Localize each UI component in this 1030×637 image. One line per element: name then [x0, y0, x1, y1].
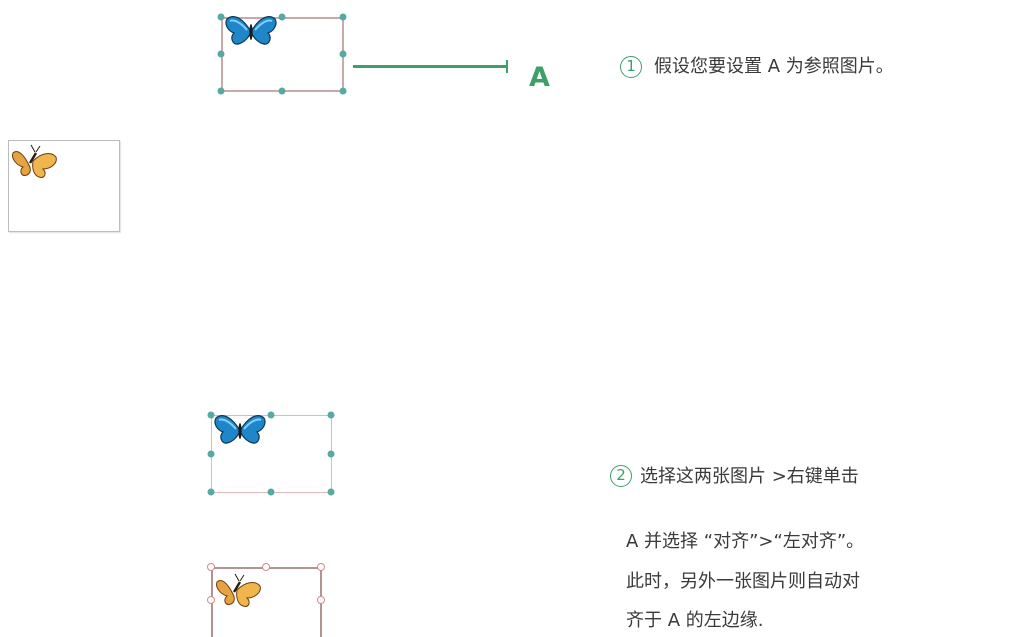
blue-butterfly-icon: [214, 415, 266, 444]
step-2-line-2: A 并选择 “对齐”>“左对齐”。: [626, 531, 865, 552]
resize-handle-w[interactable]: [207, 596, 215, 604]
image-a-frame[interactable]: [221, 16, 344, 92]
image-b-aligned-frame[interactable]: [211, 567, 322, 637]
resize-handle-nw[interactable]: [207, 411, 215, 419]
resize-handle-ne[interactable]: [317, 563, 325, 571]
resize-handle-e[interactable]: [317, 596, 325, 604]
resize-handle-s[interactable]: [267, 488, 275, 496]
resize-handle-e[interactable]: [327, 450, 335, 458]
orange-butterfly-icon: [216, 573, 261, 607]
resize-handle-se[interactable]: [339, 87, 347, 95]
step-2-line-4: 齐于 A 的左边缘.: [626, 610, 764, 631]
marker-label-a: A: [529, 62, 550, 93]
resize-handle-w[interactable]: [217, 50, 225, 58]
resize-handle-sw[interactable]: [207, 488, 215, 496]
resize-handle-w[interactable]: [207, 450, 215, 458]
resize-handle-n[interactable]: [278, 13, 286, 21]
resize-handle-ne[interactable]: [339, 13, 347, 21]
resize-handle-sw[interactable]: [217, 87, 225, 95]
resize-handle-s[interactable]: [278, 87, 286, 95]
marker-line-end: [506, 60, 508, 73]
image-a-aligned-frame[interactable]: [211, 415, 332, 493]
orange-butterfly-icon: [12, 144, 57, 178]
step-2-number: 2: [610, 465, 632, 487]
resize-handle-ne[interactable]: [327, 411, 335, 419]
step-2-line-3: 此时，另外一张图片则自动对: [626, 571, 860, 592]
step-2-text: 选择这两张图片 >右键单击: [640, 466, 859, 487]
resize-handle-e[interactable]: [339, 50, 347, 58]
resize-handle-nw[interactable]: [217, 13, 225, 21]
resize-handle-n[interactable]: [267, 411, 275, 419]
image-b-frame[interactable]: [8, 140, 120, 232]
step-1-number: 1: [620, 56, 642, 78]
resize-handle-n[interactable]: [262, 563, 270, 571]
resize-handle-se[interactable]: [327, 488, 335, 496]
blue-butterfly-icon: [225, 16, 277, 45]
step-1-text: 假设您要设置 A 为参照图片。: [654, 56, 894, 77]
resize-handle-nw[interactable]: [207, 563, 215, 571]
marker-line: [353, 65, 508, 68]
